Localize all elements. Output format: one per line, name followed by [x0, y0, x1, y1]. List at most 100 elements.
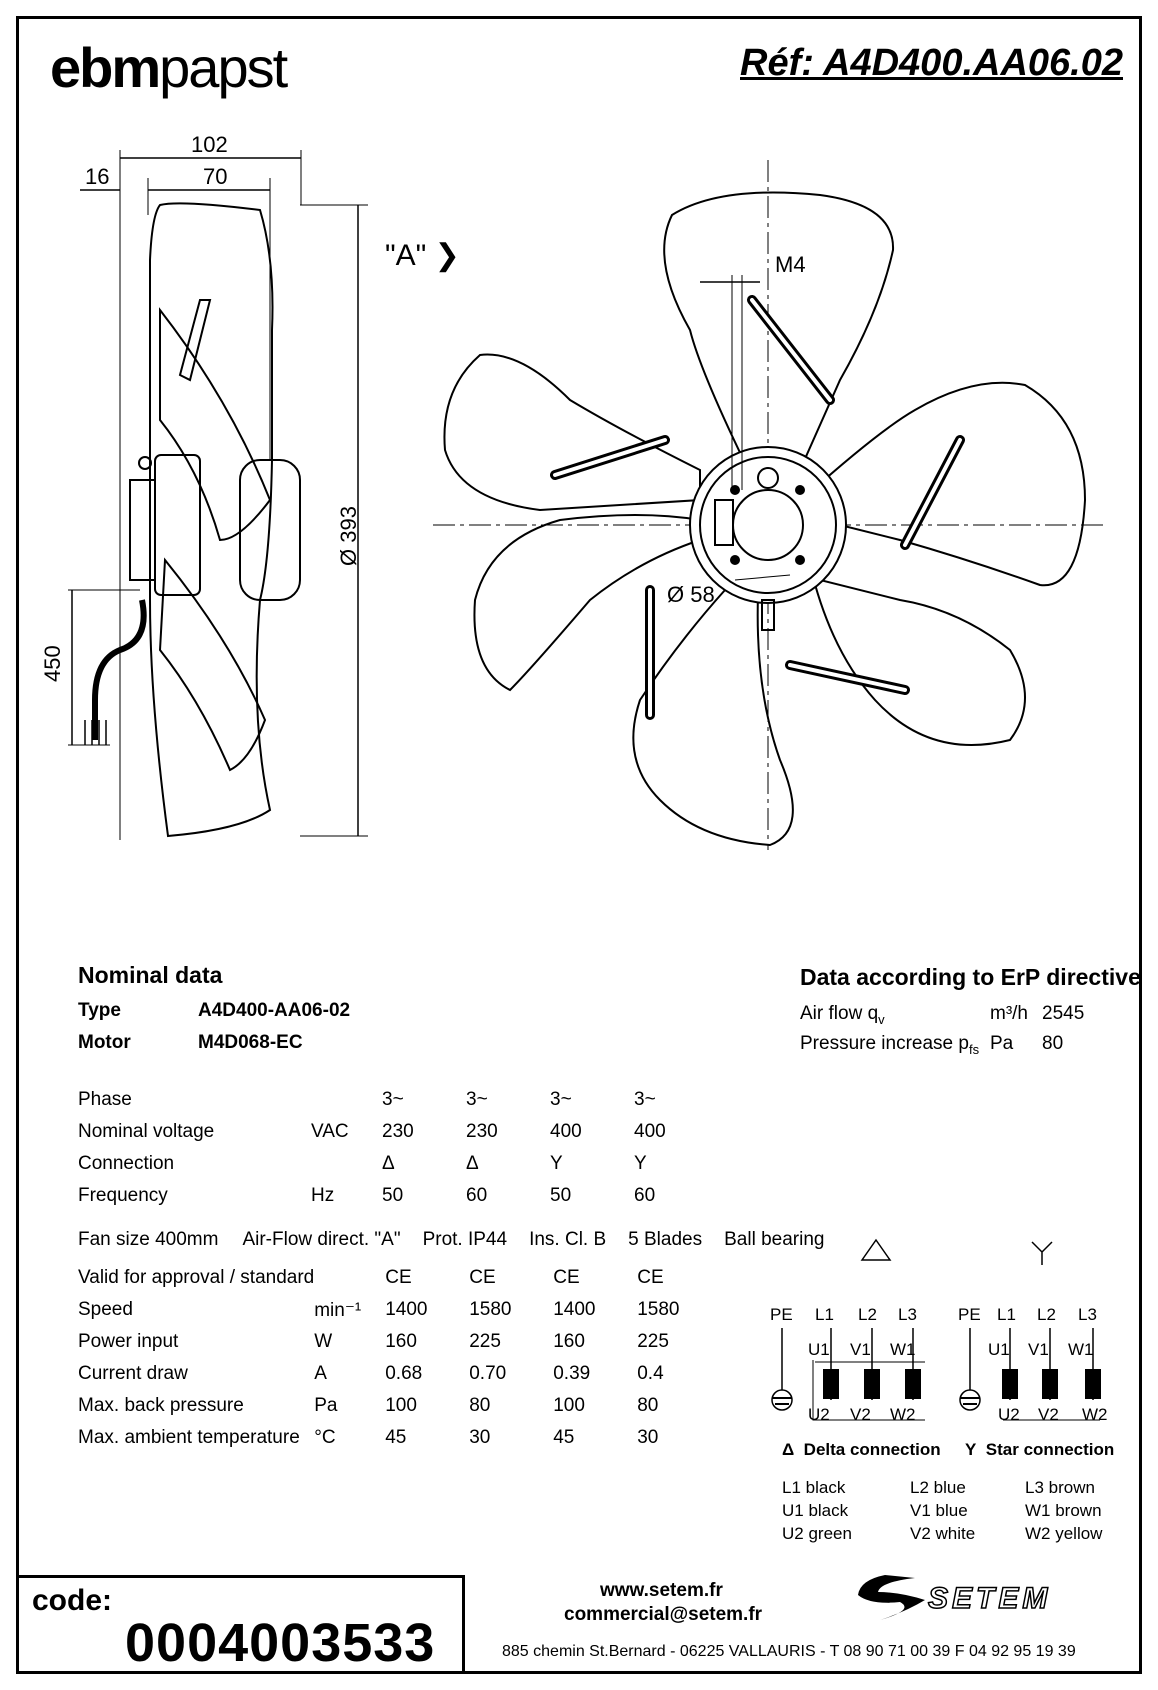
dim-58-label: Ø 58	[667, 582, 715, 607]
spec-value: 100	[385, 1395, 417, 1416]
motor-label: Motor	[78, 1032, 131, 1053]
terminal-bottom: V2	[850, 1405, 871, 1424]
spec-value: 1400	[385, 1299, 428, 1320]
reference-title: Réf: A4D400.AA06.02	[740, 42, 1123, 84]
setem-logo-icon	[858, 1575, 925, 1620]
motor-value: M4D068-EC	[198, 1032, 303, 1053]
feature-item: Air-Flow direct. "A"	[242, 1229, 401, 1250]
wire-color: L1 black	[782, 1478, 846, 1497]
brand-logo: ebmpapst	[50, 36, 288, 99]
features-line: Fan size 400mm Air-Flow direct. "A" Prot. …	[78, 1229, 824, 1251]
erp-value: 2545	[1042, 1003, 1085, 1024]
nominal-data-section: Nominal data	[78, 962, 222, 989]
spec-unit	[311, 1084, 382, 1116]
wire-color: L3 brown	[1025, 1478, 1095, 1497]
spec-label: Frequency	[78, 1185, 168, 1206]
erp-label: Pressure increase pfs	[800, 1033, 980, 1057]
wire-color: U1 black	[782, 1501, 849, 1520]
terminal-bottom: W2	[1082, 1405, 1108, 1424]
spec-label: Current draw	[78, 1363, 188, 1384]
wire-color: V1 blue	[910, 1501, 968, 1520]
code-box	[16, 1575, 465, 1674]
star-connection-legend: Y Star connection	[965, 1440, 1115, 1459]
spec-value: 160	[553, 1331, 585, 1352]
delta-connection-legend: Δ Delta connection	[782, 1440, 941, 1459]
spec-value: 1580	[469, 1299, 512, 1320]
type-value: A4D400-AA06-02	[198, 1000, 351, 1021]
feature-item: 5 Blades	[628, 1229, 703, 1250]
spec-value: 0.70	[469, 1363, 507, 1384]
feature-item: Prot. IP44	[422, 1229, 508, 1250]
spec-label: Max. ambient temperature	[78, 1427, 300, 1448]
spec-value: 230	[466, 1121, 498, 1142]
spec-value: 230	[382, 1121, 414, 1142]
spec-unit: min⁻¹	[314, 1299, 362, 1321]
spec-value: Δ	[466, 1153, 479, 1174]
terminal-top: L2	[1037, 1305, 1056, 1324]
spec-label: Nominal voltage	[78, 1121, 215, 1142]
email-link[interactable]: commercial@setem.fr	[564, 1604, 763, 1625]
wire-color: V2 white	[910, 1524, 976, 1543]
spec-value: CE	[637, 1267, 664, 1288]
spec-value: 225	[469, 1331, 501, 1352]
setem-logo-text: SETEM	[927, 1581, 1052, 1616]
terminal-u: W1	[890, 1340, 916, 1359]
type-label: Type	[78, 1000, 121, 1021]
spec-value: Δ	[382, 1153, 395, 1174]
spec-value: 0.68	[385, 1363, 423, 1384]
terminal-u: U1	[808, 1340, 830, 1359]
terminal-top: PE	[958, 1305, 981, 1324]
spec-value: 30	[469, 1427, 491, 1448]
spec-value: 3~	[382, 1089, 404, 1110]
spec-value: 60	[466, 1185, 488, 1206]
spec-value: CE	[553, 1267, 580, 1288]
dim-70-label: 70	[203, 164, 228, 189]
dim-m4-label: M4	[775, 252, 806, 277]
feature-item: Fan size 400mm	[78, 1229, 219, 1250]
spec-unit: Pa	[314, 1395, 338, 1416]
terminal-u: V1	[1028, 1340, 1049, 1359]
terminal-bottom: U2	[998, 1405, 1020, 1424]
terminal-bottom: W2	[890, 1405, 916, 1424]
spec-value: 225	[637, 1331, 669, 1352]
spec-label: Valid for approval / standard	[78, 1267, 315, 1288]
wire-color: L2 blue	[910, 1478, 966, 1497]
spec-value: 45	[553, 1427, 575, 1448]
terminal-top: PE	[770, 1305, 793, 1324]
website-link[interactable]: www.setem.fr	[600, 1580, 723, 1601]
page-frame	[16, 16, 1142, 1674]
spec-value: 50	[550, 1185, 572, 1206]
spec-value: 60	[634, 1185, 656, 1206]
feature-item: Ball bearing	[724, 1229, 825, 1250]
spec-value: Y	[634, 1153, 647, 1174]
terminal-u: W1	[1068, 1340, 1094, 1359]
spec-value: 3~	[634, 1089, 656, 1110]
spec-value: 1400	[553, 1299, 596, 1320]
spec-value: 3~	[550, 1089, 572, 1110]
erp-label: Air flow qv	[800, 1003, 885, 1027]
spec-value: 160	[385, 1331, 417, 1352]
spec-unit: Hz	[311, 1185, 335, 1206]
spec-value: Y	[550, 1153, 563, 1174]
dim-16-label: 16	[85, 164, 110, 189]
spec-value: CE	[469, 1267, 496, 1288]
dim-450-label: 450	[40, 645, 65, 682]
terminal-top: L1	[815, 1305, 834, 1324]
spec-value: 0.39	[553, 1363, 591, 1384]
spec-value: 1580	[637, 1299, 680, 1320]
code-label: code:	[32, 1584, 113, 1617]
code-value: 0004003533	[125, 1613, 436, 1673]
view-a-label: "A" ❯	[385, 239, 460, 272]
terminal-u: U1	[988, 1340, 1010, 1359]
spec-unit	[311, 1148, 382, 1180]
address-line: 885 chemin St.Bernard - 06225 VALLAURIS …	[502, 1643, 1076, 1660]
